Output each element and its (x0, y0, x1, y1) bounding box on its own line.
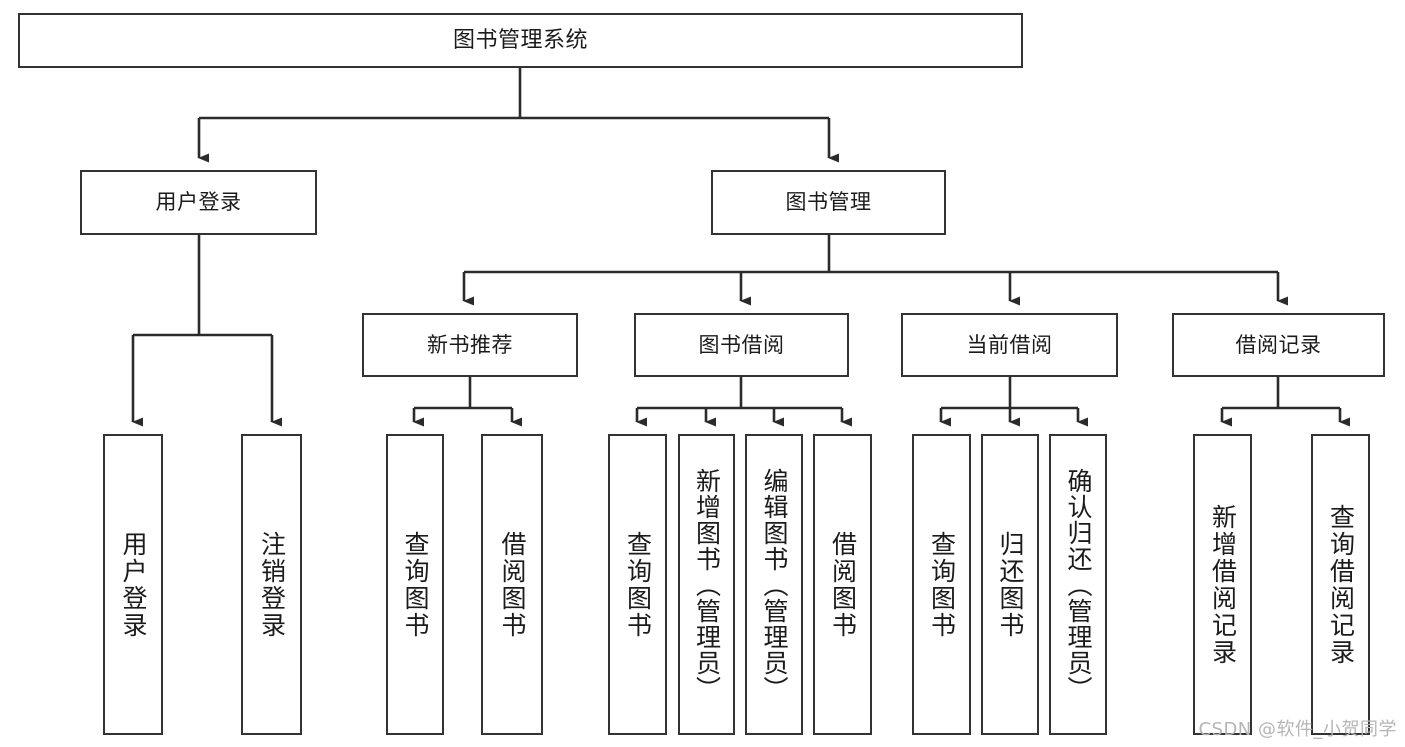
leaf-new-book-borrow[interactable]: 借阅图书 (481, 434, 543, 735)
node-new-book-recommend[interactable]: 新书推荐 (362, 313, 578, 377)
leaf-current-confirm-return[interactable]: 确认归还（管理员） (1049, 434, 1107, 735)
leaf-record-query[interactable]: 查询借阅记录 (1311, 434, 1370, 735)
node-borrow-record-label: 借阅记录 (1235, 332, 1322, 357)
node-book-borrow[interactable]: 图书借阅 (634, 313, 849, 377)
leaf-current-query-book-label: 查询图书 (927, 530, 957, 639)
leaf-new-book-query-label: 查询图书 (401, 530, 430, 639)
leaf-current-return-book-label: 归还图书 (996, 530, 1025, 639)
leaf-borrow-query-book-label: 查询图书 (623, 530, 653, 639)
leaf-user-login-login-label: 用户登录 (119, 530, 148, 639)
leaf-record-add[interactable]: 新增借阅记录 (1193, 434, 1252, 735)
leaf-borrow-query-book[interactable]: 查询图书 (608, 434, 667, 735)
leaf-record-query-label: 查询借阅记录 (1326, 503, 1356, 666)
node-book-borrow-label: 图书借阅 (698, 332, 785, 357)
node-current-borrow-label: 当前借阅 (966, 332, 1053, 357)
node-book-management-label: 图书管理 (785, 190, 872, 215)
node-root[interactable]: 图书管理系统 (18, 13, 1023, 68)
leaf-new-book-query[interactable]: 查询图书 (386, 434, 444, 735)
leaf-current-return-book[interactable]: 归还图书 (981, 434, 1039, 735)
node-new-book-recommend-label: 新书推荐 (427, 332, 513, 357)
leaf-user-login-logout[interactable]: 注销登录 (241, 434, 302, 735)
node-root-label: 图书管理系统 (452, 27, 588, 53)
node-book-management[interactable]: 图书管理 (711, 170, 946, 235)
leaf-current-query-book[interactable]: 查询图书 (912, 434, 971, 735)
leaf-new-book-borrow-label: 借阅图书 (498, 530, 527, 639)
node-user-login[interactable]: 用户登录 (80, 170, 317, 235)
leaf-user-login-login[interactable]: 用户登录 (103, 434, 163, 735)
leaf-borrow-add-book-label: 新增图书（管理员） (692, 467, 722, 702)
leaf-borrow-edit-book-label: 编辑图书（管理员） (760, 467, 789, 702)
node-current-borrow[interactable]: 当前借阅 (901, 313, 1118, 377)
leaf-borrow-edit-book[interactable]: 编辑图书（管理员） (745, 434, 803, 735)
leaf-user-login-logout-label: 注销登录 (257, 530, 287, 639)
leaf-record-add-label: 新增借阅记录 (1208, 503, 1238, 666)
leaf-borrow-add-book[interactable]: 新增图书（管理员） (678, 434, 735, 735)
leaf-current-confirm-return-label: 确认归还（管理员） (1064, 467, 1093, 702)
leaf-borrow-borrow-book[interactable]: 借阅图书 (813, 434, 872, 735)
node-user-login-label: 用户登录 (155, 190, 242, 215)
watermark: CSDN @软件_小贺同学 (1198, 719, 1397, 740)
node-borrow-record[interactable]: 借阅记录 (1172, 313, 1385, 377)
leaf-borrow-borrow-book-label: 借阅图书 (828, 530, 858, 639)
